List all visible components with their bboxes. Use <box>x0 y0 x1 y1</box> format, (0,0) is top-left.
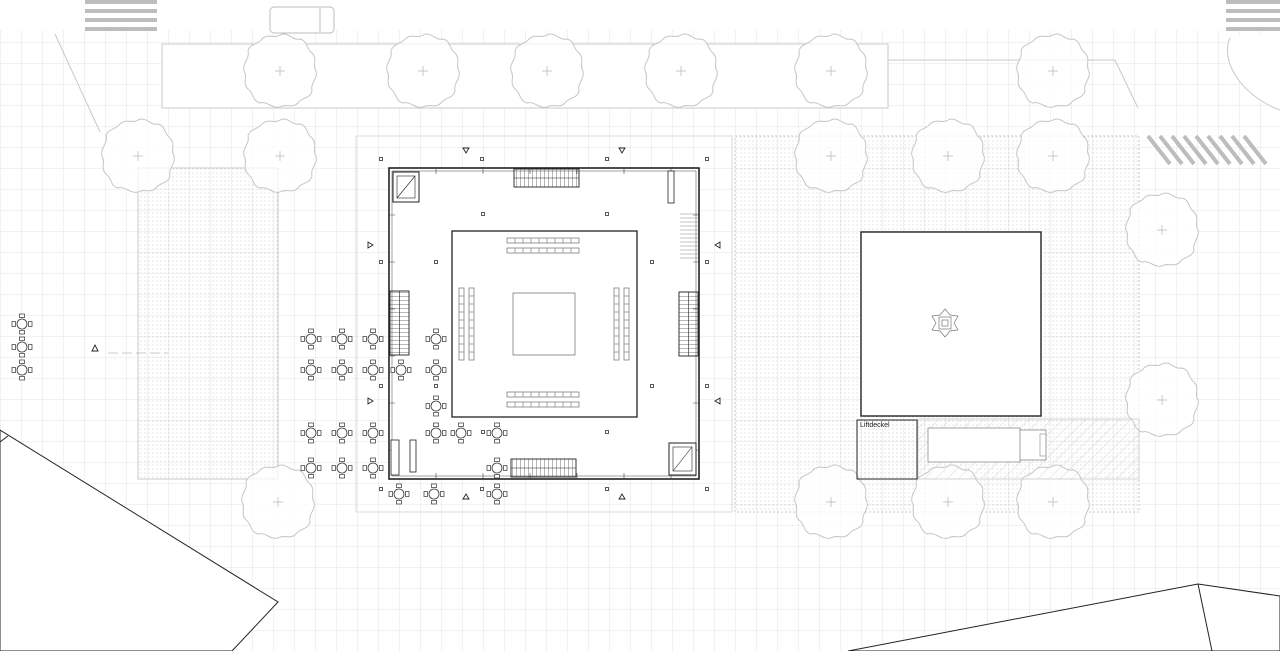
elevator-shaft-nw <box>392 171 420 203</box>
neighbour-building-right <box>847 583 1280 651</box>
lift-cover-label: Liftdeckel <box>860 422 890 429</box>
stair-north <box>513 168 580 188</box>
bar-counter <box>409 439 417 473</box>
bike-rack <box>680 213 698 259</box>
stair-south <box>510 458 577 478</box>
stair-west <box>389 290 410 356</box>
street-curb <box>888 59 1139 109</box>
plaza-outline <box>355 135 733 513</box>
wc-unit <box>390 439 400 476</box>
central-stage <box>512 292 576 356</box>
crosswalk-top-right <box>1226 0 1280 31</box>
annex-skylight <box>931 308 959 338</box>
elevator-shaft-se <box>668 442 697 476</box>
lawn-left <box>137 167 279 480</box>
parked-van <box>269 6 335 34</box>
lift-cover <box>856 419 918 480</box>
crosswalk-top-left <box>85 0 157 31</box>
entrance-markers <box>91 147 721 500</box>
pavilion-building <box>388 167 700 480</box>
stair-east <box>678 291 699 357</box>
central-hall <box>451 230 638 418</box>
neighbour-building-left <box>0 429 279 651</box>
crosswalk-right <box>1146 134 1268 166</box>
cloakroom-counter <box>667 170 675 204</box>
delivery-truck <box>927 427 1047 463</box>
